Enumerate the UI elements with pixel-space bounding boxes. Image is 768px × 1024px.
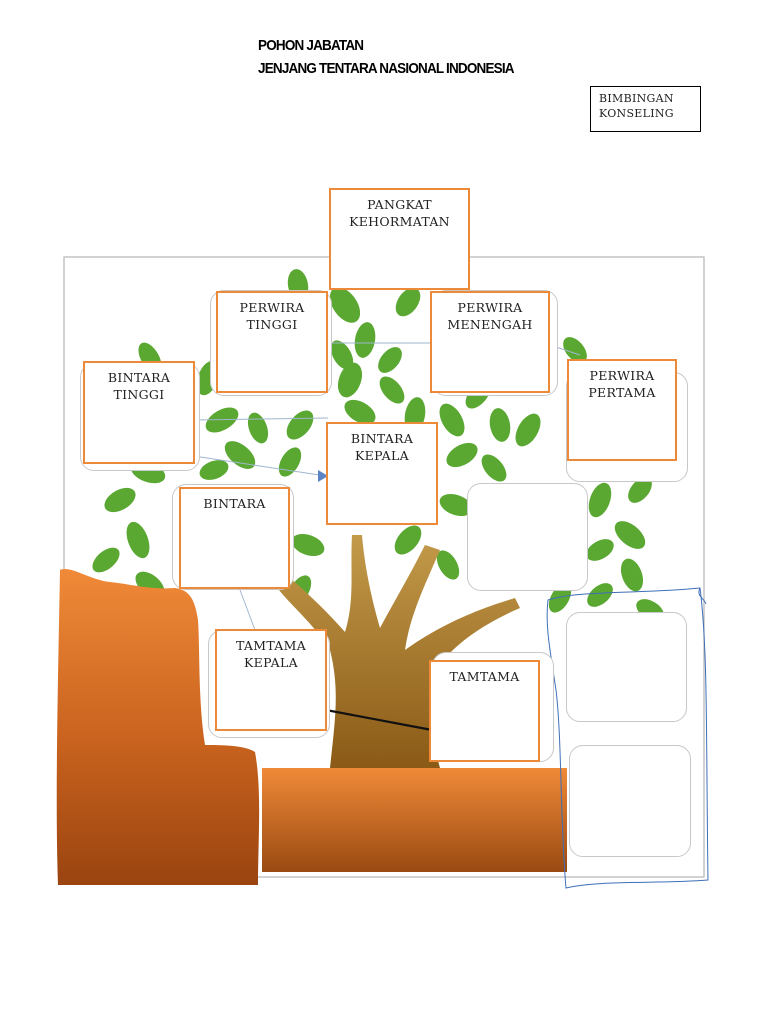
node-label: KEPALA xyxy=(244,655,298,670)
node-label: PERWIRA xyxy=(457,300,523,315)
node-label: BINTARA xyxy=(350,431,414,446)
empty-card-right-middle xyxy=(467,483,588,591)
empty-card-right-upper xyxy=(566,612,687,722)
tree-trunk xyxy=(275,535,520,768)
node-label: BINTARA xyxy=(203,496,266,511)
node-perwira-menengah: PERWIRA MENENGAH xyxy=(430,291,550,393)
node-label: TINGGI xyxy=(246,317,298,332)
node-bintara-tinggi: BINTARA TINGGI xyxy=(83,361,195,464)
node-label: TAMTAMA xyxy=(449,669,520,684)
node-label: KEPALA xyxy=(355,448,409,463)
node-bintara: BINTARA xyxy=(179,487,290,589)
arrow-head-icon xyxy=(318,470,328,482)
node-perwira-tinggi: PERWIRA TINGGI xyxy=(216,291,328,393)
orange-base-bar xyxy=(262,768,567,872)
node-pangkat-kehormatan: PANGKAT KEHORMATAN xyxy=(329,188,470,290)
badge-line1: BIMBINGAN xyxy=(599,92,674,105)
tamtama-link-line xyxy=(325,708,433,732)
diagram-title-line2: JENJANG TENTARA NASIONAL INDONESIA xyxy=(258,60,515,77)
blue-scribble xyxy=(546,587,709,889)
empty-card-right-lower xyxy=(569,745,691,857)
node-label: BINTARA xyxy=(107,370,171,385)
node-label: PERWIRA xyxy=(589,368,655,383)
node-label: MENENGAH xyxy=(447,317,533,332)
orange-block-left xyxy=(56,568,260,885)
node-tamtama-kepala: TAMTAMA KEPALA xyxy=(215,629,327,731)
node-label: TAMTAMA xyxy=(235,638,307,653)
diagram-title-line1: POHON JABATAN xyxy=(258,37,364,54)
node-label: TINGGI xyxy=(113,387,165,402)
leaf-cluster xyxy=(92,269,664,624)
node-label: PERTAMA xyxy=(588,385,656,400)
bimbingan-konseling-label: BIMBINGAN KONSELING xyxy=(590,86,701,132)
badge-line2: KONSELING xyxy=(599,107,674,120)
node-label: KEHORMATAN xyxy=(349,214,450,229)
node-tamtama: TAMTAMA xyxy=(429,660,540,762)
node-label: PANGKAT xyxy=(367,197,432,212)
connector-lines xyxy=(193,342,581,631)
node-label: PERWIRA xyxy=(239,300,305,315)
node-perwira-pertama: PERWIRA PERTAMA xyxy=(567,359,677,461)
node-bintara-kepala: BINTARA KEPALA xyxy=(326,422,438,525)
